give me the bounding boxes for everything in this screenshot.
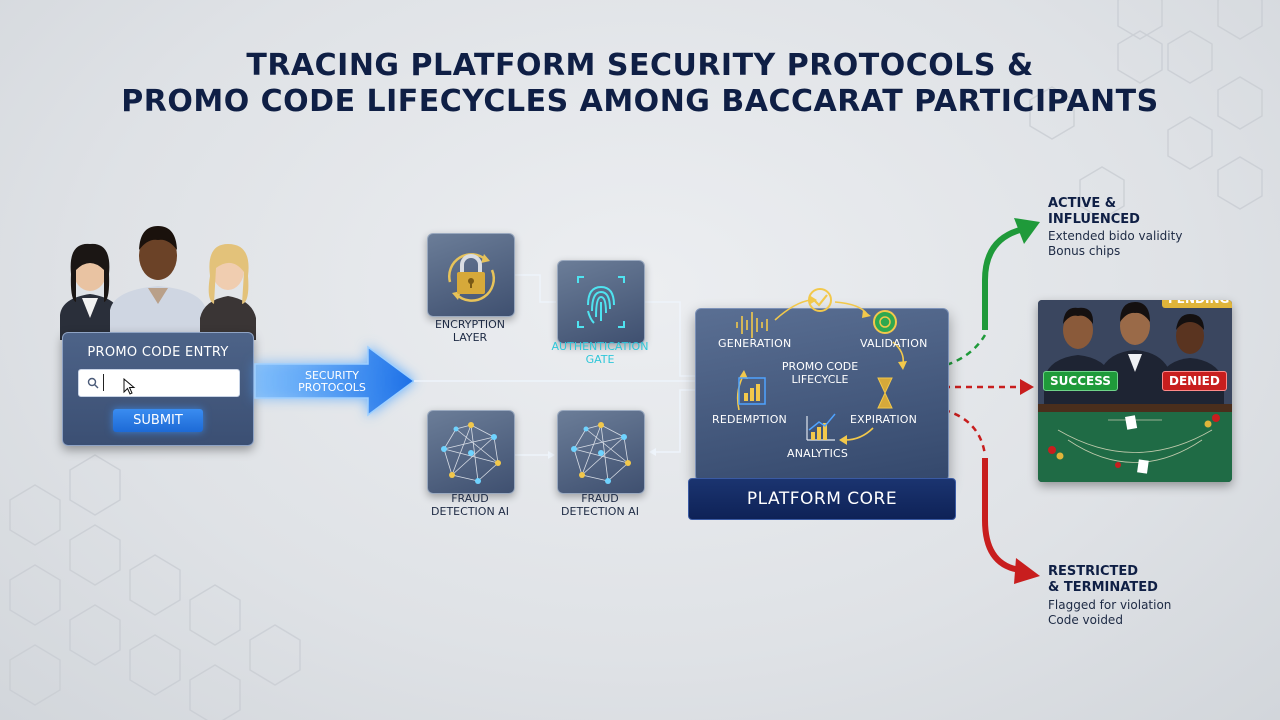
stage-validation: VALIDATION [860, 337, 928, 350]
promo-lifecycle-label: PROMO CODE LIFECYCLE [760, 360, 880, 386]
waveform-icon [736, 312, 768, 338]
stage-analytics: ANALYTICS [787, 447, 849, 460]
lifecycle-diagram [736, 288, 907, 445]
cursor-icon [123, 378, 136, 395]
authentication-label-line-1: AUTHENTICATION [551, 340, 649, 353]
active-title-line-1: ACTIVE & [1048, 196, 1117, 211]
lifecycle-label-line-1: PROMO CODE [781, 360, 859, 373]
bar-chart-icon [738, 377, 766, 405]
restricted-title-line-1: RESTRICTED [1048, 564, 1139, 579]
participants-group [60, 226, 256, 340]
security-protocols-label: SECURITY PROTOCOLS [262, 370, 402, 394]
title-line-1: TRACING PLATFORM SECURITY PROTOCOLS & [246, 48, 1034, 83]
fraud-a-label-line-2: DETECTION AI [431, 505, 509, 518]
encryption-layer-label: ENCRYPTION LAYER [410, 318, 530, 344]
encryption-label-line-1: ENCRYPTION [434, 318, 505, 331]
stage-expiration: EXPIRATION [850, 413, 918, 426]
denied-badge: DENIED [1162, 371, 1227, 391]
hourglass-icon [877, 377, 893, 409]
chip-icon [873, 310, 897, 334]
restricted-outcome-note: Flagged for violation Code voided [1048, 598, 1171, 628]
encryption-layer-tile [427, 233, 515, 317]
neural-network-icon [441, 422, 501, 484]
active-note-line-2: Bonus chips [1048, 244, 1121, 258]
title-line-2: PROMO CODE LIFECYCLES AMONG BACCARAT PAR… [121, 84, 1159, 119]
participant-avatar [200, 244, 256, 340]
baccarat-table-scene: PENDING SUCCESS DENIED [1038, 300, 1232, 482]
promo-code-input[interactable] [78, 369, 240, 397]
fraud-detection-tile-a [427, 410, 515, 494]
security-label-line-1: SECURITY [305, 369, 359, 382]
analytics-chart-icon [806, 413, 836, 441]
promo-code-entry-panel: PROMO CODE ENTRY SUBMIT [62, 332, 254, 446]
authentication-gate-label: AUTHENTICATION GATE [540, 340, 660, 366]
participant-avatar [60, 243, 120, 340]
check-icon [808, 288, 832, 312]
stage-generation: GENERATION [718, 337, 792, 350]
success-badge: SUCCESS [1043, 371, 1118, 391]
active-outcome-title: ACTIVE & INFLUENCED [1048, 196, 1140, 228]
restricted-title-line-2: & TERMINATED [1048, 580, 1158, 595]
security-label-line-2: PROTOCOLS [298, 381, 366, 394]
submit-button[interactable]: SUBMIT [113, 409, 203, 432]
fraud-detection-label-b: FRAUD DETECTION AI [540, 492, 660, 518]
authentication-gate-tile [557, 260, 645, 344]
fraud-a-label-line-1: FRAUD [451, 492, 489, 505]
encryption-label-line-2: LAYER [452, 331, 488, 344]
restricted-outcome-title: RESTRICTED & TERMINATED [1048, 564, 1158, 596]
active-title-line-2: INFLUENCED [1048, 212, 1140, 227]
lifecycle-label-line-2: LIFECYCLE [791, 373, 849, 386]
fraud-detection-tile-b [557, 410, 645, 494]
neural-network-icon [571, 422, 631, 484]
participant-avatar [110, 226, 206, 340]
active-outcome-note: Extended bido validity Bonus chips [1048, 229, 1182, 259]
search-icon [87, 377, 99, 389]
text-caret [103, 374, 104, 391]
active-note-line-1: Extended bido validity [1048, 229, 1183, 243]
fraud-b-label-line-1: FRAUD [581, 492, 619, 505]
promo-entry-title: PROMO CODE ENTRY [87, 345, 229, 360]
restricted-note-line-2: Code voided [1048, 613, 1123, 627]
stage-redemption: REDEMPTION [712, 413, 787, 426]
fingerprint-icon [577, 276, 625, 328]
lock-icon [448, 253, 495, 302]
fraud-b-label-line-2: DETECTION AI [561, 505, 639, 518]
fraud-detection-label-a: FRAUD DETECTION AI [410, 492, 530, 518]
authentication-label-line-2: GATE [585, 353, 615, 366]
platform-core-label: PLATFORM CORE [688, 478, 956, 520]
pending-badge: PENDING [1162, 300, 1232, 308]
restricted-note-line-1: Flagged for violation [1048, 598, 1172, 612]
security-protocols-arrow [254, 345, 416, 417]
baccarat-players-illustration [1038, 300, 1232, 482]
